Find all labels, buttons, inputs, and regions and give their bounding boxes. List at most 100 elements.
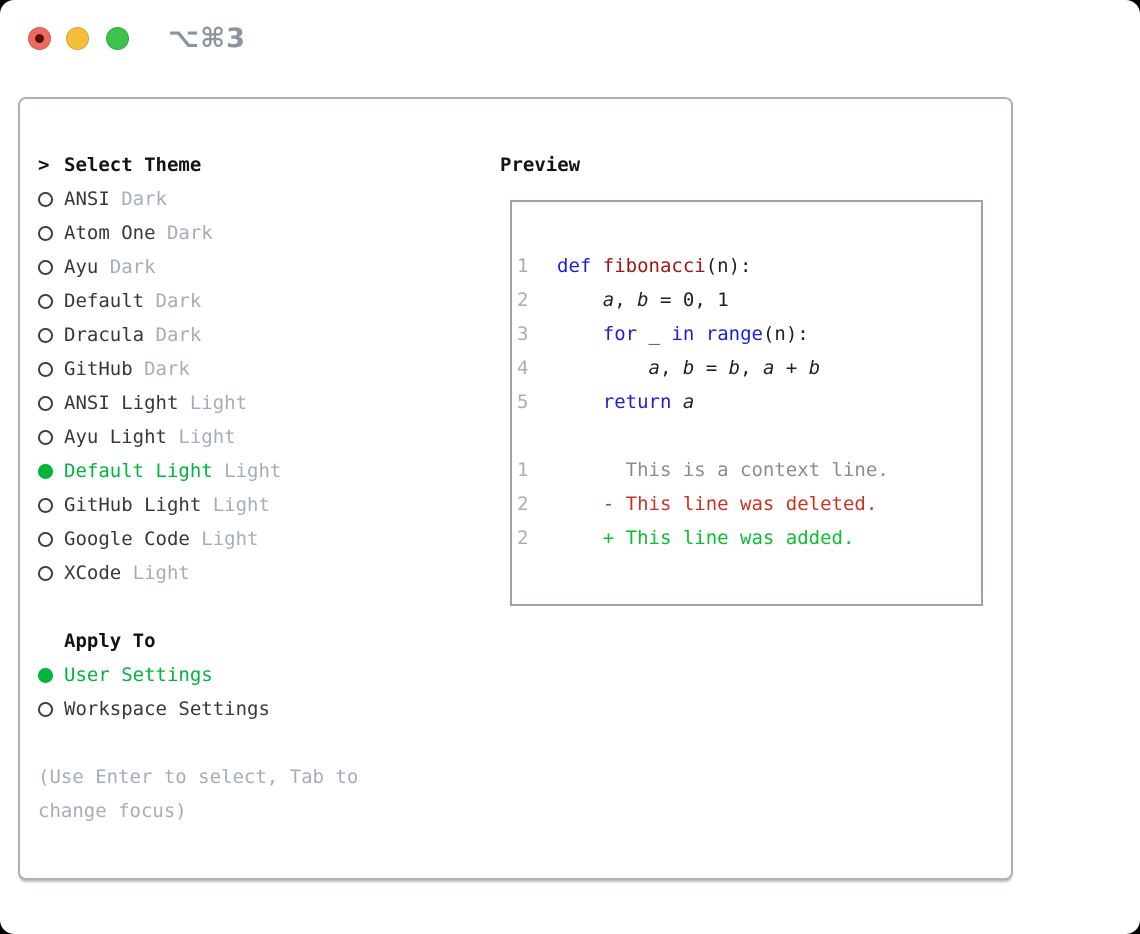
token-plain: (n): [705, 255, 752, 277]
radio-icon [38, 395, 53, 411]
radio-icon [38, 361, 53, 377]
token-variable: b [682, 357, 695, 379]
theme-option-xcode[interactable]: XCode Light [38, 556, 281, 590]
theme-variant: Light [201, 494, 270, 516]
radio-icon [38, 701, 53, 717]
apply-to-header: Apply To [64, 630, 156, 652]
theme-option-ayu[interactable]: Ayu Dark [38, 250, 281, 284]
token-plain: (n): [762, 323, 809, 345]
diff-text: + This line was added. [557, 527, 855, 549]
diff-text: - This line was deleted. [557, 493, 878, 515]
radio-icon [38, 327, 53, 343]
token-variable: a [762, 357, 775, 379]
token-builtin: range [705, 323, 763, 345]
theme-variant: Dark [132, 358, 190, 380]
radio-icon [38, 293, 53, 309]
radio-icon [38, 225, 53, 241]
theme-option-ansi[interactable]: ANSI Dark [38, 182, 281, 216]
diff-line-deleted: 2 - This line was deleted. [517, 487, 981, 521]
theme-option-atom-one[interactable]: Atom One Dark [38, 216, 281, 250]
theme-option-label: Ayu Dark [64, 256, 156, 278]
token-keyword: in [671, 323, 695, 345]
theme-option-ansi-light[interactable]: ANSI Light Light [38, 386, 281, 420]
radio-icon [38, 531, 53, 547]
token-variable: b [808, 357, 821, 379]
zoom-button[interactable] [106, 27, 129, 50]
theme-option-label: ANSI Light Light [64, 392, 247, 414]
diff-text: This is a context line. [557, 459, 889, 481]
theme-option-github[interactable]: GitHub Dark [38, 352, 281, 386]
diff-line-context: 1 This is a context line. [517, 453, 981, 487]
apply-option-workspace-settings[interactable]: Workspace Settings [38, 692, 270, 726]
close-button[interactable] [28, 27, 51, 50]
apply-to-header-row: Apply To [38, 624, 270, 658]
code-text: for _ in range(n): [557, 323, 809, 345]
theme-variant: Light [166, 426, 236, 448]
code-text: a, b = 0, 1 [557, 289, 729, 311]
radio-icon [38, 191, 53, 207]
theme-variant: Light [212, 460, 282, 482]
diff-preview: 1 This is a context line.2 - This line w… [512, 453, 981, 555]
apply-option-label: Workspace Settings [64, 698, 270, 720]
token-plain [557, 323, 603, 345]
theme-name: Dracula [64, 324, 145, 346]
line-number: 1 [517, 255, 529, 277]
token-plain: _ [637, 323, 672, 345]
theme-list-header: Select Theme [64, 154, 202, 176]
line-number: 2 [517, 289, 529, 311]
theme-option-label: Google Code Light [64, 528, 258, 550]
theme-option-label: GitHub Light Light [64, 494, 270, 516]
token-plain: = 0, 1 [648, 289, 729, 311]
theme-option-label: XCode Light [64, 562, 190, 584]
radio-selected-icon [38, 667, 53, 683]
theme-name: Default [64, 290, 145, 312]
radio-selected-icon [38, 463, 53, 479]
theme-name: ANSI Light [64, 392, 179, 414]
code-line: 1 def fibonacci(n): [517, 249, 981, 283]
token-keyword: def [557, 255, 592, 277]
token-variable: b [728, 357, 741, 379]
theme-option-dracula[interactable]: Dracula Dark [38, 318, 281, 352]
minimize-button[interactable] [66, 27, 89, 50]
token-variable: a [648, 357, 660, 379]
theme-option-default-light[interactable]: Default Light Light [38, 454, 281, 488]
theme-option-github-light[interactable]: GitHub Light Light [38, 488, 281, 522]
apply-option-user-settings[interactable]: User Settings [38, 658, 270, 692]
theme-list-header-row: > Select Theme [38, 148, 281, 182]
theme-name: GitHub [64, 358, 133, 380]
token-keyword: for [602, 323, 638, 345]
theme-option-ayu-light[interactable]: Ayu Light Light [38, 420, 281, 454]
line-number: 4 [517, 357, 529, 379]
diff-line-added: 2 + This line was added. [517, 521, 981, 555]
titlebar: ⌥⌘3 [0, 0, 1140, 76]
preview-header: Preview [500, 154, 581, 176]
token-plain: , [740, 357, 763, 379]
theme-option-label: Ayu Light Light [64, 426, 236, 448]
prompt-caret-icon: > [38, 154, 50, 176]
token-variable: a [682, 391, 695, 413]
theme-variant: Light [121, 562, 190, 584]
theme-option-default[interactable]: Default Dark [38, 284, 281, 318]
line-number: 2 [517, 527, 529, 549]
theme-option-label: GitHub Dark [64, 358, 190, 380]
token-plain [591, 255, 602, 277]
preview-header-row: Preview [500, 148, 580, 182]
token-plain [671, 391, 682, 413]
theme-variant: Dark [109, 188, 167, 210]
theme-variant: Dark [98, 256, 156, 278]
theme-option-google-code[interactable]: Google Code Light [38, 522, 281, 556]
theme-option-label: Default Dark [64, 290, 201, 312]
token-function: fibonacci [602, 255, 706, 277]
theme-variant: Light [178, 392, 248, 414]
line-number: 3 [517, 323, 529, 345]
theme-variant: Dark [144, 324, 202, 346]
token-plain [557, 357, 649, 379]
line-number: 2 [517, 493, 529, 515]
theme-option-label: ANSI Dark [64, 188, 167, 210]
theme-name: Atom One [64, 222, 156, 244]
